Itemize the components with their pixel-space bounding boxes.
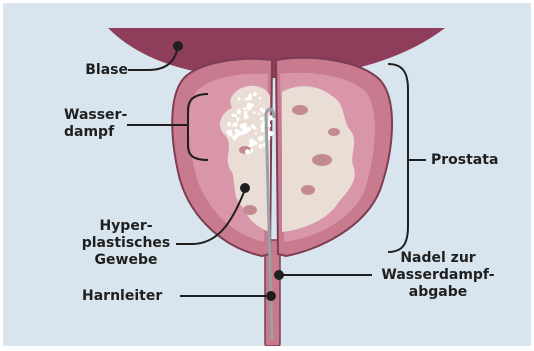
vapor-dot [235,129,239,133]
vapor-dot [258,144,263,149]
label-needle-line-2: Wasserdampf- [376,267,500,284]
vapor-dot [254,127,257,130]
label-hyperplastic-line-2: plastisches [78,235,174,252]
vapor-dot [258,97,261,100]
label-hyperplastic-line-3: Gewebe [78,252,174,269]
label-urethra-text: Harnleiter [82,288,162,305]
vapor-dot [234,133,239,138]
label-needle-line-1: Nadel zur [376,250,500,267]
vapor-dot [241,131,246,136]
vapor-dot [268,131,274,137]
label-hyperplastic-tissue: Hyper- plastisches Gewebe [78,218,174,269]
label-water-vapor-line-2: dampf [64,124,127,141]
vapor-dot [242,124,248,130]
label-urethra: Harnleiter [82,288,162,305]
label-bladder-text: Blase [74,62,128,79]
vapor-dot [237,97,240,100]
label-prostate-text: Prostata [431,152,498,169]
urethra-leader-dot [266,291,276,301]
vapor-dot [227,122,232,127]
vapor-dot [258,113,260,115]
hyperplastic-leader-dot [240,183,250,193]
vapor-dot [243,108,246,111]
vapor-dot [237,120,239,122]
vapor-dot [246,103,251,108]
needle-leader-dot [274,270,284,280]
vapor-dot [245,97,248,100]
vapor-dot [253,111,256,114]
vapor-dot [260,136,264,140]
vapor-dot [248,94,252,98]
vapor-dot [255,133,257,135]
vapor-dot [233,122,238,127]
label-needle: Nadel zur Wasserdampf- abgabe [376,250,500,301]
vapor-dot [260,117,264,121]
vapor-dot [250,150,253,153]
label-water-vapor-line-1: Wasser- [64,107,127,124]
vapor-dot [237,109,242,114]
label-prostate: Prostata [431,152,498,169]
vapor-dot [261,128,265,132]
label-needle-line-3: abgabe [376,284,500,301]
vapor-dot [232,114,236,118]
vapor-dot [244,116,248,120]
vapor-dot [237,117,240,120]
bladder-leader-dot [173,41,183,51]
label-bladder: Blase [74,62,128,79]
vapor-dot [249,139,254,144]
label-hyperplastic-line-1: Hyper- [78,218,174,235]
vapor-dot [245,149,250,154]
vapor-dot [261,109,265,113]
vapor-dot [261,123,265,127]
vapor-dot [253,92,257,96]
label-water-vapor: Wasser- dampf [64,107,127,141]
vapor-dot [245,111,248,114]
vapor-dot [228,132,233,137]
